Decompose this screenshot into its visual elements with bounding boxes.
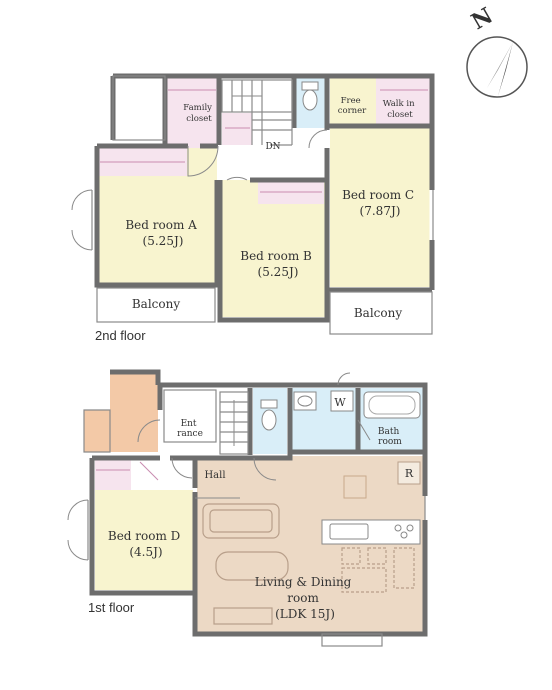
free-corner-fill xyxy=(330,76,376,126)
small-closet-fill xyxy=(222,113,252,145)
balcony-left-label: Balcony xyxy=(132,297,180,311)
toilet-1f-icon xyxy=(260,399,278,431)
stair-dn-label: DN xyxy=(265,142,280,152)
family-closet-fill xyxy=(166,76,218,148)
family-closet-label: Family closet xyxy=(183,103,214,124)
bedroom-d-fill xyxy=(95,490,193,590)
ceiling-mark xyxy=(343,475,367,499)
second-floor-label: 2nd floor xyxy=(95,328,146,343)
entrance-floor xyxy=(163,389,217,443)
washbasin-icon xyxy=(293,391,317,411)
entrance-label: Ent rance xyxy=(177,419,203,439)
kitchen-counter xyxy=(321,519,421,545)
compass-letter: N xyxy=(467,3,497,36)
walk-in-closet-fill xyxy=(376,76,430,126)
washroom-label: W xyxy=(334,396,346,409)
closet-hatch-2f xyxy=(100,89,428,193)
stairs-2f xyxy=(221,79,293,146)
bedroom-c-fill xyxy=(330,126,430,287)
balcony-right-outline xyxy=(329,291,433,335)
refrigerator-label: R xyxy=(405,467,414,480)
walk-in-closet-label: Walk in closet xyxy=(383,99,418,120)
ldk-furniture xyxy=(202,503,415,625)
closet-hatch-1f xyxy=(96,461,159,481)
toilet-2f-icon xyxy=(301,81,319,111)
balcony-right-label: Balcony xyxy=(354,306,402,320)
porch-step-fill xyxy=(84,410,114,452)
bedroom-b-label: Bed room B (5.25J) xyxy=(240,249,315,279)
porch-fill xyxy=(110,372,158,452)
ldk-label: Living & Dining room (LDK 15J) xyxy=(255,575,355,621)
north-arrow-icon: N xyxy=(466,3,528,98)
bathroom-label: Bath room xyxy=(378,427,402,447)
doors-2f xyxy=(71,129,435,251)
balcony-left-outline xyxy=(96,287,216,323)
bedroom-d-label: Bed room D (4.5J) xyxy=(108,529,184,559)
doors-1f xyxy=(67,372,426,647)
second-floor-plan: Family closet Free corner Walk in closet… xyxy=(71,73,435,343)
first-floor-plan: Ent rance Hall W Bath room R Bed room D … xyxy=(67,369,428,647)
bedroom-c-label: Bed room C (7.87J) xyxy=(342,188,418,218)
bedroom-a-label: Bed room A (5.25J) xyxy=(125,218,200,248)
free-corner-label: Free corner xyxy=(338,96,367,116)
first-floor-label: 1st floor xyxy=(88,600,135,615)
bathtub-icon xyxy=(363,391,421,419)
refrigerator-icon xyxy=(397,461,421,485)
washing-machine-icon xyxy=(330,390,354,412)
stairs-1f xyxy=(219,391,249,455)
hall-label: Hall xyxy=(204,470,225,481)
bedroom-d-closet-fill xyxy=(95,460,131,490)
